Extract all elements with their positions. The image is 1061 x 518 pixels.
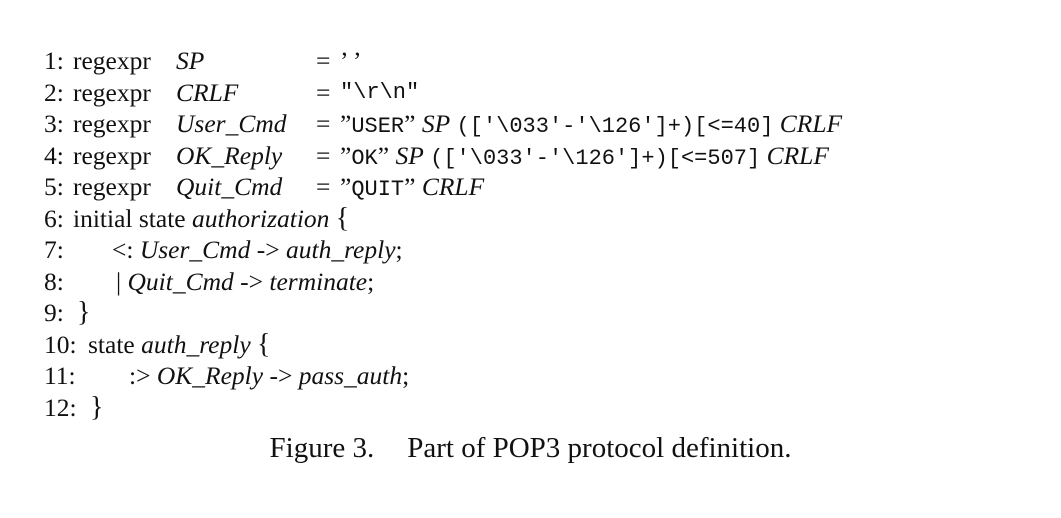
- string-literal: USER: [351, 114, 405, 139]
- transition-trigger: Quit_Cmd: [127, 266, 234, 296]
- regex-ref: SP: [395, 140, 424, 170]
- listing-line-7: 7: <: User_Cmd -> auth_reply;: [44, 234, 403, 266]
- regex-ref: SP: [421, 109, 451, 138]
- transition-target: auth_reply: [285, 235, 396, 264]
- regex-name: User_Cmd: [176, 109, 287, 138]
- assign-sign: =: [316, 109, 331, 138]
- transition: <: User_Cmd -> auth_reply;: [112, 234, 403, 266]
- close-quote: ”: [404, 172, 416, 201]
- regex-ref: CRLF: [421, 172, 485, 201]
- keyword: initial state authorization {: [73, 203, 349, 235]
- keyword: regexpr: [73, 140, 151, 170]
- transition-arrow: ->: [256, 235, 280, 264]
- line-number: 11:: [44, 361, 76, 390]
- listing-line-1: 1: regexpr SP = ’ ’: [44, 45, 361, 77]
- regex-name: SP: [176, 46, 205, 75]
- open-quote: ”: [340, 172, 352, 201]
- listing-line-11: 11: :> OK_Reply -> pass_auth;: [44, 360, 409, 392]
- code-listing: 1: regexpr SP = ’ ’ 2: regexpr CRLF = "\…: [44, 45, 842, 424]
- state-name: auth_reply: [141, 329, 251, 359]
- figure-label: Figure 3.: [269, 432, 375, 464]
- keyword: regexpr: [73, 172, 151, 201]
- transition-arrow: ->: [269, 361, 293, 390]
- regex-value: "\r\n": [340, 79, 420, 105]
- char-pattern: (['\033'-'\126']+)[<=40]: [456, 114, 774, 139]
- transition-trigger: User_Cmd: [139, 235, 251, 264]
- transition: | Quit_Cmd -> terminate;: [116, 266, 374, 298]
- listing-line-2: 2: regexpr CRLF = "\r\n": [44, 77, 419, 109]
- keyword: regexpr: [73, 77, 151, 107]
- transition: :> OK_Reply -> pass_auth;: [129, 360, 409, 392]
- regex-value: ”QUIT” CRLF: [340, 171, 484, 206]
- line-number: 2:: [44, 77, 64, 107]
- open-quote: ”: [340, 109, 352, 138]
- assign-sign: =: [316, 46, 331, 75]
- close-brace: }: [77, 297, 91, 328]
- close-quote: ”: [377, 140, 390, 170]
- assign-sign: =: [316, 140, 331, 170]
- listing-line-3: 3: regexpr User_Cmd = ”USER” SP (['\033'…: [44, 108, 842, 140]
- state-keyword: initial state: [73, 203, 186, 233]
- caption-text: Part of POP3 protocol definition.: [407, 432, 792, 464]
- assign-sign: =: [316, 77, 331, 107]
- open-brace: {: [335, 202, 350, 234]
- string-literal: OK: [351, 145, 378, 171]
- transition-prefix: :>: [129, 361, 151, 390]
- line-number: 9:: [44, 298, 64, 327]
- listing-line-4: 4: regexpr OK_Reply = ”OK” SP (['\033'-'…: [44, 140, 829, 172]
- semicolon: ;: [402, 361, 410, 390]
- listing-line-5: 5: regexpr Quit_Cmd = ”QUIT” CRLF: [44, 171, 484, 203]
- line-number: 8:: [44, 266, 64, 296]
- transition-trigger: OK_Reply: [156, 361, 264, 390]
- listing-line-9: 9: }: [44, 297, 90, 329]
- figure-caption: Figure 3. Part of POP3 protocol definitio…: [0, 430, 1061, 466]
- listing-line-10: 10: state auth_reply {: [44, 329, 270, 361]
- open-brace: {: [257, 328, 271, 360]
- regex-ref: CRLF: [779, 109, 843, 138]
- transition-target: terminate: [269, 266, 368, 296]
- transition-target: pass_auth: [298, 361, 403, 390]
- close-quote: ”: [404, 109, 416, 138]
- char-pattern: (['\033'-'\126']+)[<=507]: [430, 145, 761, 171]
- close-brace: }: [90, 391, 104, 423]
- transition-prefix: <:: [112, 235, 134, 264]
- listing-line-8: 8: | Quit_Cmd -> terminate;: [44, 266, 374, 298]
- open-quote: ”: [340, 140, 352, 170]
- regex-value: ’ ’: [340, 46, 362, 75]
- regex-value: ”USER” SP (['\033'-'\126']+)[<=40] CRLF: [340, 108, 842, 143]
- string-literal: QUIT: [351, 177, 405, 202]
- keyword: regexpr: [73, 46, 151, 75]
- line-number: 5:: [44, 172, 64, 201]
- regex-name: CRLF: [176, 77, 239, 107]
- line-number: 4:: [44, 140, 64, 170]
- state-name: authorization: [191, 203, 330, 233]
- keyword: regexpr: [73, 109, 151, 138]
- line-number: 7:: [44, 235, 64, 264]
- semicolon: ;: [367, 266, 375, 296]
- line-number: 6:: [44, 203, 64, 233]
- line-number: 1:: [44, 46, 64, 75]
- listing-line-6: 6: initial state authorization {: [44, 203, 349, 235]
- regex-name: Quit_Cmd: [176, 172, 283, 201]
- line-number: 3:: [44, 109, 64, 138]
- line-number: 10:: [44, 329, 77, 359]
- assign-sign: =: [316, 172, 331, 201]
- regex-name: OK_Reply: [176, 140, 283, 170]
- regex-ref: CRLF: [766, 140, 829, 170]
- semicolon: ;: [395, 235, 403, 264]
- line-number: 12:: [44, 392, 77, 422]
- state-keyword: state: [88, 329, 135, 359]
- transition-arrow: ->: [240, 266, 263, 296]
- listing-line-12: 12: }: [44, 392, 103, 424]
- keyword: state auth_reply {: [88, 329, 270, 361]
- transition-prefix: |: [116, 266, 122, 296]
- regex-value: ”OK” SP (['\033'-'\126']+)[<=507] CRLF: [340, 140, 829, 175]
